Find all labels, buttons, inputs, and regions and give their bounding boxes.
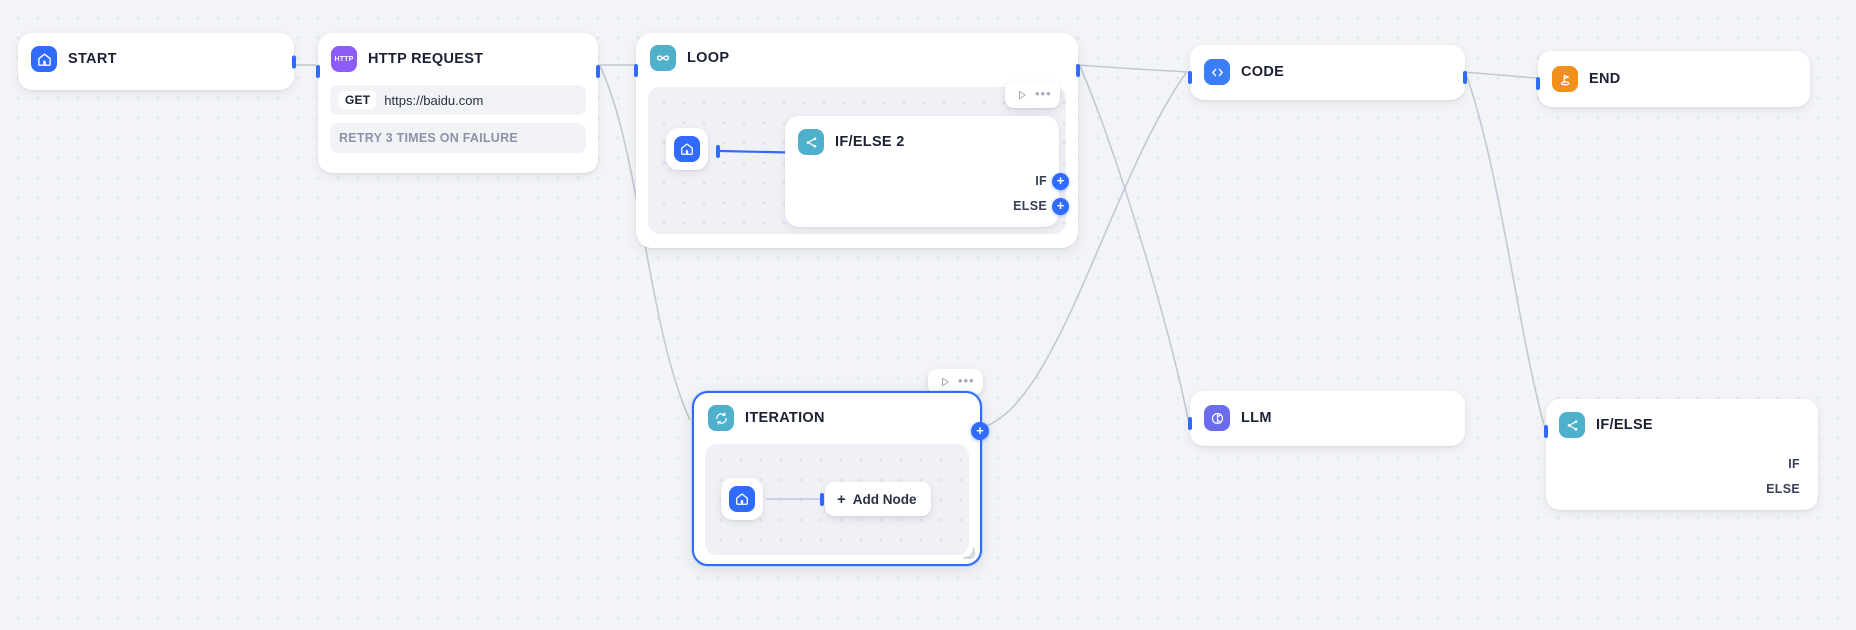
- plus-icon: +: [837, 490, 846, 508]
- add-node-button[interactable]: + Add Node: [825, 482, 931, 516]
- node-code-header: CODE: [1190, 45, 1465, 99]
- more-icon[interactable]: •••: [958, 373, 975, 388]
- branch-label-if: IF: [1788, 457, 1800, 471]
- code-icon: [1204, 59, 1230, 85]
- llm-icon: [1204, 405, 1230, 431]
- branch-row-if: IF: [1558, 457, 1800, 471]
- branch-label-if: IF: [1035, 174, 1047, 188]
- node-if-else-2-header: IF/ELSE 2: [785, 116, 1059, 168]
- branch-icon: [1559, 412, 1585, 438]
- node-llm-header: LLM: [1190, 391, 1465, 445]
- node-iteration-title: ITERATION: [745, 410, 825, 426]
- node-end-title: END: [1589, 71, 1621, 87]
- home-icon: [674, 136, 700, 162]
- loop-node-toolbar[interactable]: •••: [1005, 82, 1060, 108]
- node-start-title: START: [68, 51, 117, 67]
- node-start-header: START: [18, 33, 294, 85]
- node-code-title: CODE: [1241, 64, 1285, 80]
- node-if-else-2-title: IF/ELSE 2: [835, 134, 905, 150]
- node-loop-header: LOOP: [636, 33, 1078, 81]
- node-loop-title: LOOP: [687, 50, 730, 66]
- http-icon-label: HTTP: [334, 55, 354, 63]
- more-icon[interactable]: •••: [1035, 86, 1052, 101]
- port-http-input[interactable]: [316, 65, 320, 78]
- node-if-else-header: IF/ELSE: [1546, 399, 1818, 451]
- iteration-icon: [708, 405, 734, 431]
- edge-loop-to-llm: [1079, 65, 1189, 420]
- branch-label-else: ELSE: [1013, 199, 1047, 213]
- port-loop-output[interactable]: [1076, 64, 1080, 77]
- branch-label-else: ELSE: [1766, 482, 1800, 496]
- node-http-request[interactable]: HTTP HTTP REQUEST GET https://baidu.com …: [316, 33, 600, 173]
- branch-row-if: IF: [797, 172, 1069, 190]
- run-icon[interactable]: [936, 374, 953, 391]
- node-llm[interactable]: LLM: [1188, 391, 1465, 446]
- edge-code-to-ifelse: [1465, 73, 1545, 426]
- node-http-header: HTTP HTTP REQUEST: [318, 33, 598, 85]
- port-if-else-input[interactable]: [1544, 425, 1548, 438]
- node-http-title: HTTP REQUEST: [368, 51, 484, 67]
- add-branch-else-button[interactable]: [1052, 197, 1069, 215]
- node-if-else[interactable]: IF/ELSE IF ELSE: [1544, 399, 1818, 510]
- if-else-branches: IF ELSE: [1546, 451, 1818, 510]
- http-method-badge: GET: [339, 91, 377, 109]
- node-code[interactable]: CODE: [1188, 45, 1467, 100]
- edge-code-to-end: [1463, 71, 1537, 79]
- node-end-header: END: [1538, 51, 1810, 107]
- http-url-row[interactable]: GET https://baidu.com: [330, 85, 586, 115]
- port-code-input[interactable]: [1188, 71, 1192, 84]
- port-end-input[interactable]: [1536, 77, 1540, 90]
- iteration-add-next-button[interactable]: [971, 422, 989, 440]
- port-code-output[interactable]: [1463, 71, 1467, 84]
- branch-icon: [798, 129, 824, 155]
- run-icon[interactable]: [1013, 87, 1030, 104]
- home-icon: [729, 486, 755, 512]
- port-loop-input[interactable]: [634, 64, 638, 77]
- edge-loop-to-code: [1077, 64, 1189, 73]
- http-retry-row[interactable]: RETRY 3 TIMES ON FAILURE: [330, 123, 586, 153]
- port-llm-input[interactable]: [1188, 417, 1192, 430]
- node-iteration[interactable]: ITERATION + Add Node: [692, 391, 989, 566]
- resize-handle[interactable]: [962, 546, 976, 560]
- iteration-node-toolbar[interactable]: •••: [928, 369, 983, 395]
- flag-pin-icon: [1552, 66, 1578, 92]
- branch-row-else: ELSE: [1558, 482, 1800, 496]
- add-node-label: Add Node: [852, 491, 917, 507]
- port-start-output[interactable]: [292, 55, 296, 68]
- branch-row-else: ELSE: [797, 197, 1069, 215]
- if-else-2-branches: IF ELSE: [785, 168, 1069, 227]
- add-branch-if-button[interactable]: [1052, 172, 1069, 190]
- home-icon: [31, 46, 57, 72]
- node-llm-title: LLM: [1241, 410, 1272, 426]
- loop-inner-start-node[interactable]: [666, 128, 708, 170]
- node-end[interactable]: END: [1536, 51, 1810, 107]
- node-iteration-header: ITERATION: [694, 393, 980, 441]
- node-if-else-title: IF/ELSE: [1596, 417, 1653, 433]
- node-if-else-2[interactable]: IF/ELSE 2 IF ELSE: [785, 116, 1069, 227]
- port-http-output[interactable]: [596, 65, 600, 78]
- node-http-body: GET https://baidu.com RETRY 3 TIMES ON F…: [318, 85, 598, 165]
- http-retry-text: RETRY 3 TIMES ON FAILURE: [339, 131, 518, 145]
- infinity-icon: [650, 45, 676, 71]
- http-url-text: https://baidu.com: [384, 92, 484, 108]
- http-icon: HTTP: [331, 46, 357, 72]
- iteration-inner-start-node[interactable]: [721, 478, 763, 520]
- node-start[interactable]: START: [18, 33, 296, 90]
